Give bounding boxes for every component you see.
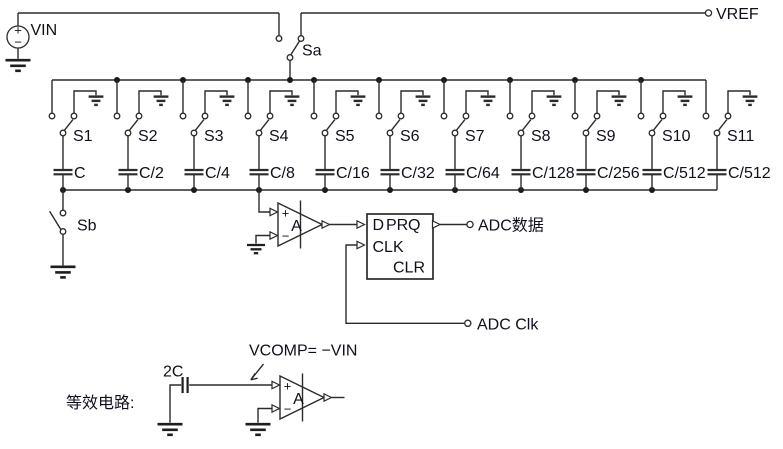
sa-label: Sa: [302, 43, 322, 60]
input-arrow-icon: [271, 380, 281, 390]
switch-label: S2: [138, 128, 158, 145]
switch-label: S9: [596, 128, 616, 145]
switch-unit-s4: S4 C/8: [243, 78, 301, 192]
sa-left-contact: [275, 35, 283, 42]
output-arrow-icon: [321, 220, 331, 229]
capacitor-label: C/128: [532, 165, 575, 182]
switch-label: S4: [269, 128, 289, 145]
comparator-minus-sign: −: [282, 229, 290, 244]
input-arrow-icon: [271, 404, 281, 413]
sa-lever: [290, 40, 300, 56]
capacitor-label: C/16: [336, 165, 370, 182]
ff-d-label: D: [373, 217, 385, 234]
switch-unit-s8: S8 C/128: [506, 78, 575, 192]
vcomp-annotation: VCOMP= −VIN: [249, 343, 357, 360]
flipflop: D PR Q CLK CLR: [356, 213, 441, 280]
capacitor-label: C/4: [205, 165, 230, 182]
eq-minus-sign: −: [284, 402, 292, 417]
sb-top-contact: [59, 209, 67, 217]
source-plus-sign: +: [14, 23, 22, 38]
equivalent-title: 等效电路:: [66, 394, 134, 412]
ff-clr-label: CLR: [393, 260, 425, 277]
switch-label: S11: [727, 128, 754, 145]
switch-label: S7: [465, 128, 485, 145]
source-minus-sign: −: [14, 35, 22, 50]
comparator-plus-sign: +: [282, 206, 290, 221]
comparator-minus-wire: [255, 234, 270, 244]
q-output-arrow-icon: [431, 220, 441, 229]
switch-label: S6: [400, 128, 420, 145]
switch-unit-s3: S3 C/4: [178, 78, 236, 192]
ff-clk-label: CLK: [373, 239, 404, 256]
switch-unit-s1: S1 C: [48, 78, 105, 192]
switch-label: S10: [662, 128, 691, 145]
capacitor-label: C/32: [401, 165, 435, 182]
ground-icon: [245, 243, 267, 255]
ground-icon: [244, 422, 272, 437]
switch-unit-s10: S10 C/512: [637, 78, 706, 192]
switch-sb: Sb: [49, 190, 97, 279]
eq-gain-label: A: [293, 391, 304, 408]
adc-data-output: ADC数据: [440, 217, 544, 235]
ff-pr-label: PR: [386, 217, 408, 234]
switch-unit-s6: S6 C/32: [375, 78, 435, 192]
switch-unit-s7: S7 C/64: [440, 78, 500, 192]
ground-icon: [156, 422, 184, 437]
sb-label: Sb: [77, 218, 97, 235]
switch-unit-s5: S5 C/16: [310, 78, 370, 192]
adc-clk-input: ADC Clk: [345, 244, 539, 334]
input-arrow-icon: [269, 207, 279, 217]
switch-sa: Sa: [286, 40, 322, 80]
capacitor-label: C/8: [270, 165, 295, 182]
adc-clk-label: ADC Clk: [477, 317, 539, 334]
eq-minus-wire: [257, 407, 272, 423]
capacitor-label: C/2: [139, 165, 164, 182]
capacitor-label: C/256: [597, 165, 640, 182]
adc-data-terminal: [466, 220, 474, 229]
capacitor-label: C/64: [466, 165, 500, 182]
switch-unit-s9: S9 C/256: [571, 78, 640, 192]
flipflop-box: [366, 213, 434, 280]
equivalent-circuit: 等效电路: 2C VCOMP= −VIN + − A: [66, 343, 357, 437]
adc-data-label: ADC数据: [478, 217, 544, 235]
switch-label: S1: [73, 128, 93, 145]
switch-label: S8: [531, 128, 551, 145]
switch-unit-s11: S11 C/512: [702, 78, 771, 192]
switch-unit-s2: S2 C/2: [112, 78, 170, 192]
sa-right-contact: [297, 35, 305, 42]
clk-input-arrow-icon: [356, 240, 366, 250]
annotation-arrow: [250, 363, 265, 381]
comparator-plus-wire: [258, 190, 270, 213]
adc-clk-terminal: [464, 319, 472, 328]
top-feed: VREF Sa: [18, 6, 759, 80]
capacitor-label: C: [74, 165, 86, 182]
sa-pole-contact: [286, 54, 294, 61]
ground-icon: [4, 58, 32, 73]
ff-q-label: Q: [408, 217, 420, 234]
d-input-arrow-icon: [356, 220, 366, 229]
vin-label: VIN: [31, 22, 58, 39]
vin-source: + − VIN: [4, 13, 58, 73]
sb-bottom-contact: [59, 228, 67, 235]
eq-plus-sign: +: [284, 379, 292, 394]
comparator-gain-label: A: [291, 218, 302, 235]
capacitor-label: C/512: [728, 165, 771, 182]
output-arrow-icon: [323, 393, 333, 402]
vref-label: VREF: [716, 6, 759, 23]
vref-terminal: [704, 9, 713, 17]
capacitor-label: C/512: [663, 165, 706, 182]
cap-2c-label: 2C: [163, 364, 183, 381]
clk-feed-wire: [345, 244, 465, 324]
ground-icon: [49, 265, 77, 279]
cap-left-wire: [169, 384, 182, 423]
switch-label: S3: [204, 128, 224, 145]
comparator-main: + − A: [245, 190, 357, 255]
switch-label: S5: [335, 128, 355, 145]
input-arrow-icon: [269, 231, 279, 240]
sb-lever: [49, 210, 62, 230]
